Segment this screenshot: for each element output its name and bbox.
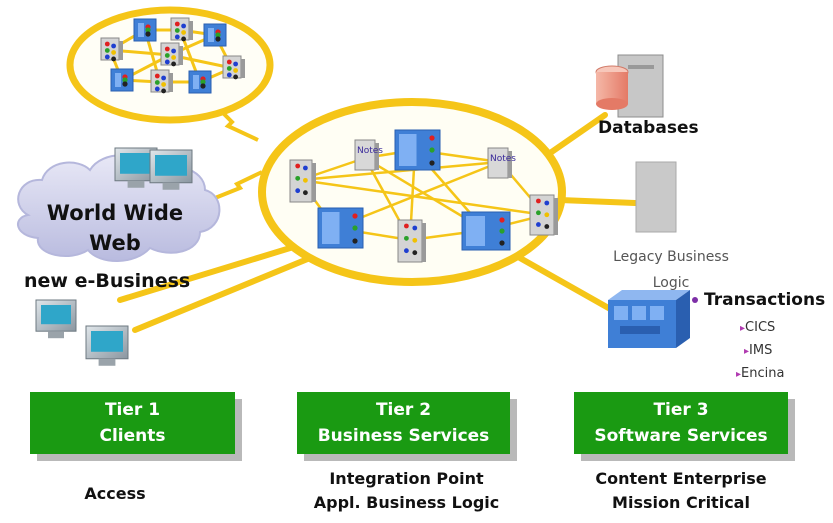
- transaction-item-cics: CICS: [740, 320, 775, 335]
- tier2-title: Tier 2: [375, 400, 432, 420]
- legacy-label-line2: Logic: [652, 275, 690, 291]
- tier3-box: Tier 3 Software Services: [574, 392, 788, 454]
- notes-label: Notes: [357, 146, 383, 156]
- cloud-monitors: [114, 147, 193, 190]
- new-ebusiness-label: new e-Business: [24, 270, 191, 292]
- top-blue-node: [188, 70, 212, 94]
- main-blue-node: [394, 129, 441, 171]
- main-server-node: [397, 219, 426, 263]
- mainframe-icon: [608, 290, 690, 348]
- connector-legacy: [557, 197, 638, 206]
- cloud-label-line1: World Wide: [46, 201, 184, 225]
- tier1-box: Tier 1 Clients: [30, 392, 235, 454]
- databases-label: Databases: [598, 118, 699, 138]
- top-blue-node: [133, 18, 157, 42]
- transaction-item-encina: Encina: [736, 366, 784, 381]
- tier2-caption: Integration Point Appl. Business Logic: [300, 467, 513, 515]
- tier3-caption-line2: Mission Critical: [612, 493, 750, 512]
- main-mesh-link: [299, 160, 501, 182]
- top-network-nodes: [100, 17, 245, 94]
- top-server-node: [150, 69, 173, 94]
- top-blue-node: [110, 68, 134, 92]
- tier2-subtitle: Business Services: [317, 426, 490, 446]
- connector-transactions: [517, 255, 615, 313]
- cloud-label: World Wide Web: [40, 198, 190, 258]
- notes-label: Notes: [490, 154, 516, 164]
- top-server-node: [222, 55, 245, 80]
- top-blue-node: [203, 23, 227, 47]
- main-blue-node: [461, 211, 511, 251]
- top-server-node: [170, 17, 193, 42]
- tier1-title: Tier 1: [104, 400, 161, 420]
- tier1-caption-line1: Access: [84, 484, 146, 503]
- cloud-monitor-2: [149, 149, 193, 190]
- transactions-title: Transactions: [704, 290, 826, 310]
- client-monitor-1: [35, 299, 77, 339]
- tier2-caption-line2: Appl. Business Logic: [313, 493, 500, 512]
- transaction-item-ims: IMS: [744, 343, 772, 358]
- database-icon: [595, 54, 664, 118]
- client-monitors: [35, 299, 129, 366]
- tier3-title: Tier 3: [653, 400, 709, 420]
- main-server-node: [529, 194, 558, 236]
- tier3-subtitle: Software Services: [594, 426, 768, 446]
- connector-ebusiness-bottom: [132, 255, 313, 333]
- main-blue-node: [317, 207, 364, 249]
- tier2-box: Tier 2 Business Services: [297, 392, 510, 454]
- transactions-bullet: [692, 297, 698, 303]
- top-server-node: [160, 42, 183, 67]
- tier3-caption-line1: Content Enterprise: [595, 469, 767, 488]
- connector-ebusiness-top: [117, 242, 303, 303]
- tier3-caption: Content Enterprise Mission Critical: [574, 467, 788, 515]
- legacy-label: Legacy Business Logic: [606, 244, 736, 296]
- lightning-connector-cloud: [209, 170, 263, 202]
- tier1-caption: Access: [40, 482, 190, 506]
- legacy-label-line1: Legacy Business: [613, 249, 729, 265]
- main-mesh-link: [299, 178, 546, 217]
- tier2-caption-line1: Integration Point: [329, 469, 484, 488]
- legacy-server-icon: [635, 161, 677, 233]
- client-monitor-2: [85, 325, 129, 366]
- notes-server-node: Notes: [354, 139, 383, 171]
- main-server-node: [289, 159, 316, 203]
- top-server-node: [100, 37, 123, 62]
- notes-server-node: Notes: [487, 147, 516, 179]
- cloud-label-line2: Web: [89, 231, 141, 255]
- tier1-subtitle: Clients: [99, 426, 166, 446]
